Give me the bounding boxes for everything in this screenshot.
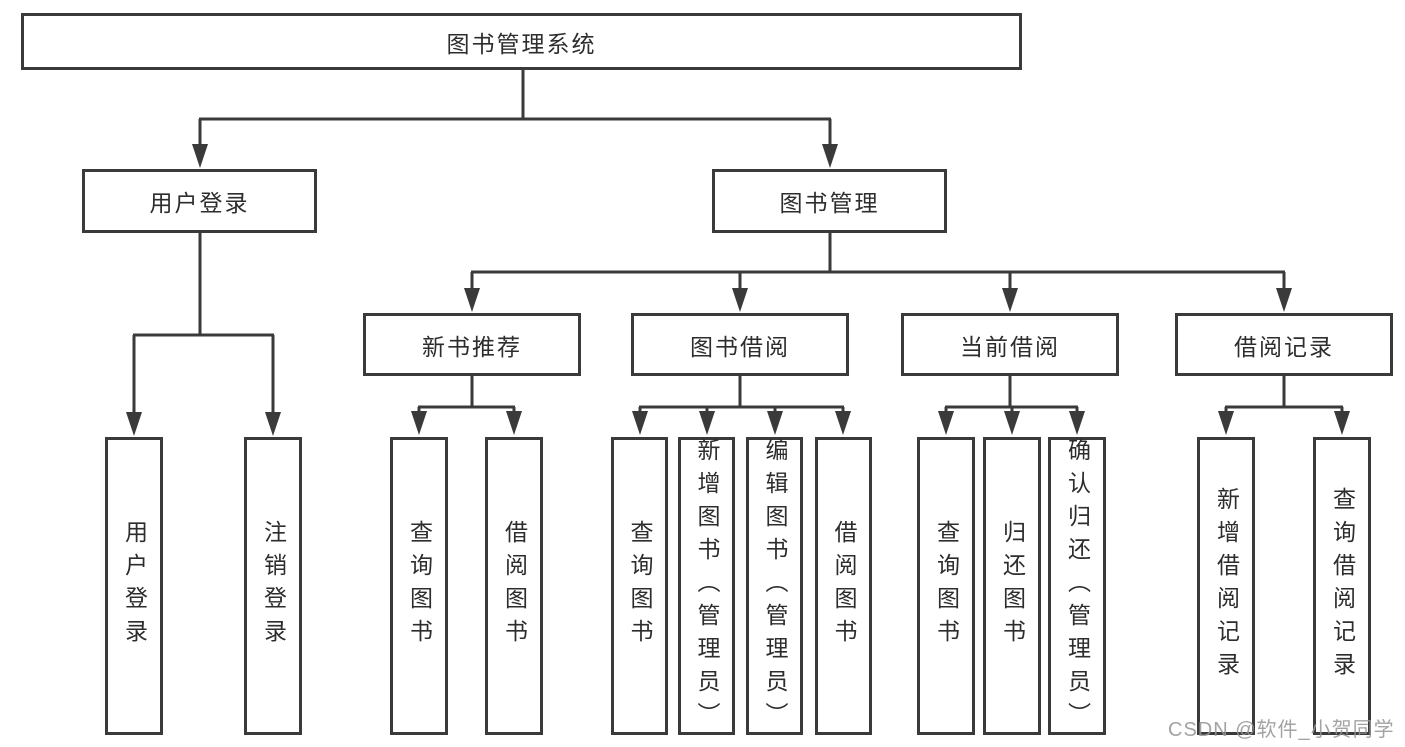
leaf-add-borrow-record: 新增借阅记录 xyxy=(1197,437,1255,735)
connector-book-borrow-branch xyxy=(638,375,845,413)
watermark-text: CSDN @软件_小贺同学 xyxy=(1168,719,1395,741)
leaf-query-borrow-record-label: 查询借阅记录 xyxy=(1329,487,1356,685)
leaf-confirm-return-admin: 确认归还（管理员） xyxy=(1048,437,1106,735)
node-new-book-recommend-label: 新书推荐 xyxy=(422,333,522,360)
arrowheads-level2 xyxy=(192,144,838,168)
node-book-borrow-label: 图书借阅 xyxy=(690,333,790,360)
leaf-confirm-return-admin-label: 确认归还（管理员） xyxy=(1064,437,1091,735)
leaf-query-borrow-record: 查询借阅记录 xyxy=(1313,437,1371,735)
leaf-query-books-borrow-label: 查询图书 xyxy=(627,520,653,652)
node-book-borrow: 图书借阅 xyxy=(631,313,849,376)
connector-new-book-branch xyxy=(417,375,516,413)
node-new-book-recommend: 新书推荐 xyxy=(363,313,581,376)
arrowheads-current-borrow xyxy=(938,411,1085,435)
node-book-management-label: 图书管理 xyxy=(779,190,880,216)
node-user-login: 用户登录 xyxy=(82,169,317,233)
leaf-edit-books-admin-label: 编辑图书（管理员） xyxy=(762,437,788,735)
leaf-query-books-recommend: 查询图书 xyxy=(390,437,448,735)
arrowheads-level3 xyxy=(464,288,1292,312)
leaf-query-books-recommend-label: 查询图书 xyxy=(406,520,433,652)
leaf-add-borrow-record-label: 新增借阅记录 xyxy=(1213,487,1240,685)
node-user-login-label: 用户登录 xyxy=(149,190,250,216)
leaf-borrow-books-label: 借阅图书 xyxy=(831,520,857,652)
leaf-logout-label: 注销登录 xyxy=(260,520,287,652)
connector-root-to-level2 xyxy=(198,69,832,146)
connector-user-login-branch xyxy=(132,233,275,414)
node-borrow-records: 借阅记录 xyxy=(1175,313,1393,376)
node-current-borrow: 当前借阅 xyxy=(901,313,1119,376)
leaf-add-books-admin: 新增图书（管理员） xyxy=(678,437,735,735)
node-current-borrow-label: 当前借阅 xyxy=(960,333,1060,360)
leaf-borrow-books-recommend-label: 借阅图书 xyxy=(501,520,528,652)
leaf-user-login-label: 用户登录 xyxy=(121,520,148,652)
connector-book-management-branch xyxy=(470,233,1286,290)
arrowheads-new-book xyxy=(411,411,522,435)
node-book-management: 图书管理 xyxy=(712,169,947,233)
leaf-user-login: 用户登录 xyxy=(105,437,163,735)
leaf-add-books-admin-label: 新增图书（管理员） xyxy=(694,437,720,735)
leaf-borrow-books: 借阅图书 xyxy=(815,437,872,735)
leaf-logout: 注销登录 xyxy=(244,437,302,735)
leaf-query-books-borrow: 查询图书 xyxy=(611,437,668,735)
node-root: 图书管理系统 xyxy=(21,13,1022,70)
leaf-query-books-current-label: 查询图书 xyxy=(933,520,960,652)
arrowheads-borrow-records xyxy=(1218,411,1350,435)
leaf-return-books-label: 归还图书 xyxy=(999,520,1026,652)
leaf-borrow-books-recommend: 借阅图书 xyxy=(485,437,543,735)
leaf-edit-books-admin: 编辑图书（管理员） xyxy=(746,437,803,735)
connector-current-borrow-branch xyxy=(944,375,1079,413)
node-borrow-records-label: 借阅记录 xyxy=(1234,333,1334,360)
connector-borrow-records-branch xyxy=(1224,375,1344,413)
leaf-query-books-current: 查询图书 xyxy=(917,437,975,735)
arrowheads-book-borrow xyxy=(632,411,851,435)
leaf-return-books: 归还图书 xyxy=(983,437,1041,735)
node-root-label: 图书管理系统 xyxy=(446,30,597,57)
arrowheads-user-login xyxy=(126,412,281,436)
